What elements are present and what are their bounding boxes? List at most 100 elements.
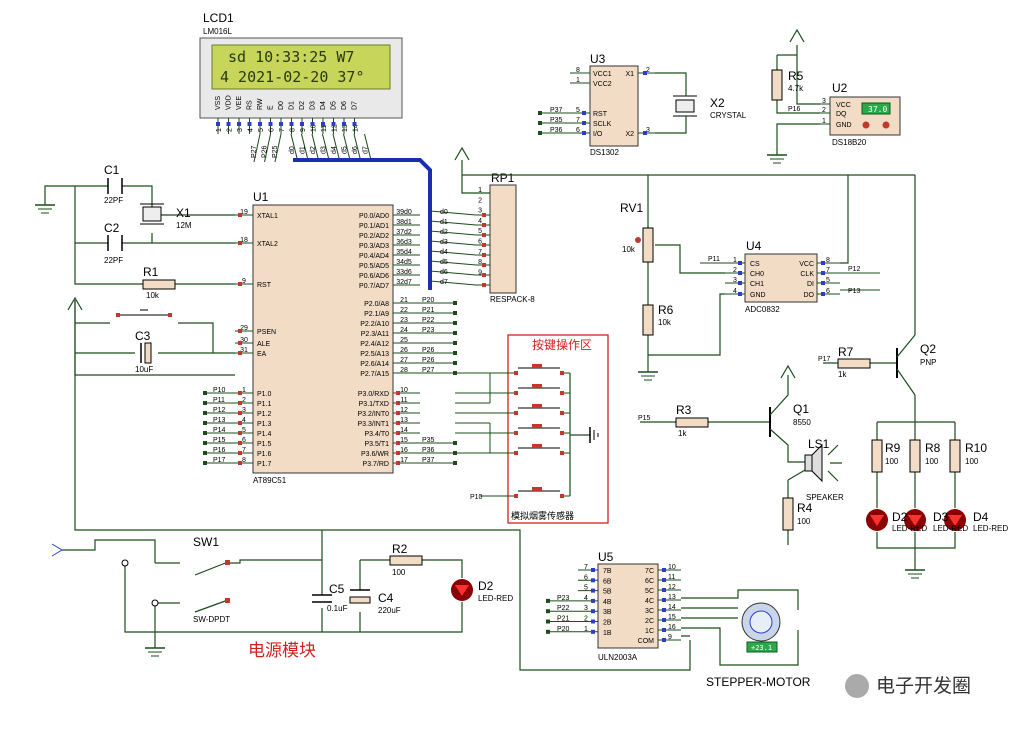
- u3-right-name: X1: [625, 71, 634, 78]
- x1-value: 12M: [176, 221, 192, 230]
- u1-p0-bus-tap: [429, 250, 477, 256]
- lcd-pin-dot: [321, 122, 325, 126]
- u1-p1-net: P12: [213, 407, 226, 414]
- u5-right-dot: [662, 598, 666, 602]
- watermark: 电子开发圈: [845, 674, 971, 698]
- u1-p2-node: [453, 311, 457, 315]
- r7-value: 1k: [838, 370, 847, 379]
- u1-body: [252, 204, 394, 474]
- rp1-pin-dot: [482, 273, 486, 277]
- u5-net-node: [546, 609, 550, 614]
- lcd-pin-name: D2: [299, 101, 306, 110]
- lcd-pin-name: D0: [278, 101, 285, 110]
- u5-pin-dot: [591, 588, 595, 593]
- u1-p3-node: [453, 461, 457, 465]
- lcd-data-net: d4: [331, 146, 338, 154]
- u5-right-num: 12: [668, 584, 676, 591]
- u1-p3-net: P37: [422, 457, 435, 464]
- key-cap[interactable]: [532, 364, 542, 368]
- u1-p3-name: P3.7/RD: [363, 461, 389, 468]
- u5-pin-dot: [591, 568, 595, 572]
- u1-left-pin-num: 5: [242, 427, 246, 434]
- u2-pin-num: 3: [822, 98, 826, 105]
- keypad-area: 按键操作区 模拟烟雾传感器 P10: [455, 334, 609, 524]
- u1-p3-dot: [396, 461, 400, 465]
- lcd-pin-name: VDD: [226, 95, 233, 110]
- u1-p3-dot: [396, 441, 400, 445]
- u1-p1-net: P11: [213, 397, 225, 404]
- u2-pin-name: GND: [836, 122, 852, 129]
- power-module: SW1 SW-DPDT C5 0.1uF C4 220uF R2 100 D2 …: [51, 300, 691, 671]
- u1-p1-net: P10: [213, 387, 226, 394]
- u5-right-num: 15: [668, 614, 676, 621]
- lcd-pin-num: 12: [332, 124, 339, 132]
- lcd-pin-dot: [342, 122, 346, 126]
- lcd-pin-num: 13: [342, 124, 349, 132]
- u4-right-num: 6: [826, 288, 830, 295]
- u1-left-pin-name: XTAL1: [257, 213, 278, 220]
- u1-p2-name: P2.2/A10: [360, 321, 389, 328]
- rp1-ref: RP1: [491, 171, 515, 185]
- u3-pin-num: 1: [576, 77, 580, 84]
- u5-right-name: 3C: [645, 608, 654, 615]
- u1-p3-name: P3.5/T1: [364, 441, 389, 448]
- d4-led-part: LED-RED: [973, 524, 1008, 533]
- lcd-line-2: 4 2021-02-20 37°: [220, 68, 365, 86]
- r3-ref: R3: [676, 403, 692, 417]
- motor-reading: +23.1: [751, 644, 772, 652]
- u1-p3-num: 12: [400, 407, 408, 414]
- r1-ref: R1: [143, 265, 159, 279]
- key-cap[interactable]: [532, 487, 542, 491]
- r4-ref: R4: [797, 501, 813, 515]
- motor-label: STEPPER-MOTOR: [706, 675, 811, 689]
- u1-left-pin-name: P1.4: [257, 431, 272, 438]
- rp1-pin-dot: [482, 243, 486, 247]
- u1-p0-bus-net: d1: [440, 219, 448, 226]
- u1-p3-net: P35: [422, 437, 435, 444]
- c1-ref: C1: [104, 163, 120, 177]
- lcd-ctrl-net: P26: [262, 145, 269, 158]
- u5-right-dot: [662, 588, 666, 592]
- u1-p0-num: 33d6: [396, 269, 412, 276]
- u1-left-pin-num: 31: [240, 347, 248, 354]
- rp1-pin-num: 7: [478, 249, 482, 256]
- key-contact: [514, 391, 518, 395]
- u5-right-num: 13: [668, 594, 676, 601]
- key-contact: [560, 431, 564, 435]
- r6-ref: R6: [658, 303, 674, 317]
- d3-led-part: LED-RED: [892, 524, 927, 533]
- r10-value: 100: [965, 457, 979, 466]
- u5-right-name: 4C: [645, 598, 654, 605]
- rp1-pin-dot: [482, 213, 486, 217]
- u2-pin-num: 2: [822, 107, 826, 114]
- key-cap[interactable]: [532, 424, 542, 428]
- u4-pin-dot: [738, 271, 742, 275]
- u1-p0-bus-tap: [429, 240, 477, 246]
- u5-pin-dot: [591, 598, 595, 603]
- stepper-driver: U5 ULN2003A 7B76B65B54B43B32B21B1P23P22P…: [546, 550, 811, 689]
- key-cap[interactable]: [532, 444, 542, 448]
- c4-ref: C4: [378, 591, 394, 605]
- u1-p0-num: 34d5: [396, 259, 412, 266]
- u5-net: P22: [557, 605, 570, 612]
- key-cap[interactable]: [532, 404, 542, 408]
- ls1-ref: LS1: [808, 437, 830, 451]
- q2-part: PNP: [920, 358, 936, 367]
- u2-pin-num: 1: [822, 118, 826, 125]
- u1-p0-bus-net: d4: [440, 249, 448, 256]
- u5-right-name: 6C: [645, 578, 654, 585]
- key-cap[interactable]: [532, 384, 542, 388]
- u4-right-name: DO: [804, 292, 815, 299]
- lcd-ref: LCD1: [203, 11, 234, 25]
- rp1-pin-num: 4: [478, 218, 482, 225]
- rp1-pin-dot: [482, 283, 486, 287]
- u5-pin-num: 6: [584, 574, 588, 581]
- lcd-pin-name: VSS: [215, 96, 222, 110]
- u1-p0-num: 36d3: [396, 239, 412, 246]
- u5-net: P23: [557, 595, 570, 602]
- x1-ref: X1: [176, 206, 191, 220]
- u1-p0-bus-net: d7: [440, 279, 448, 286]
- u1-p2-num: 23: [400, 317, 408, 324]
- lcd-part: LM016L: [203, 27, 232, 36]
